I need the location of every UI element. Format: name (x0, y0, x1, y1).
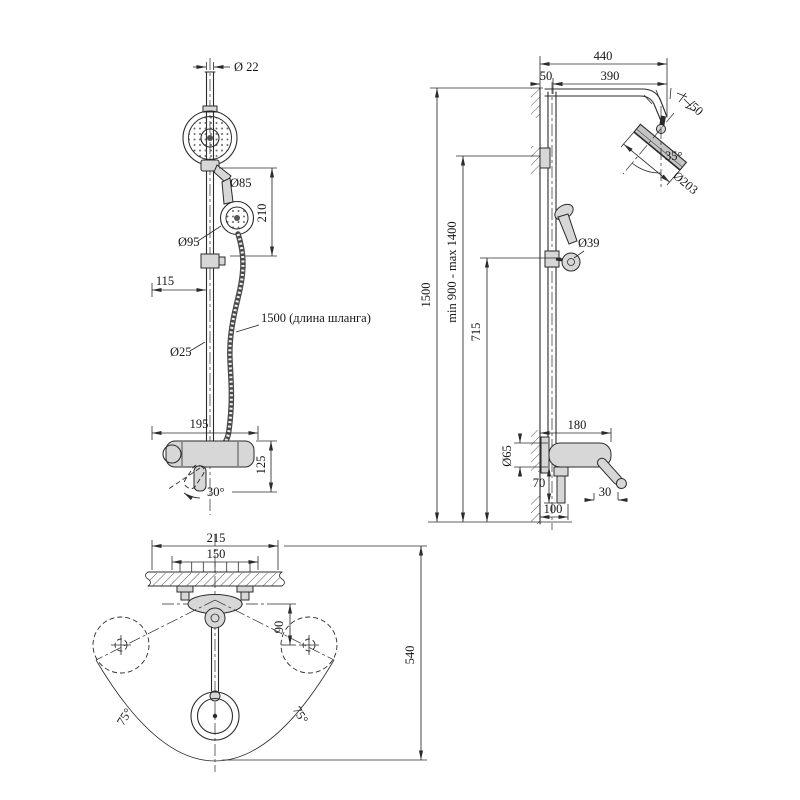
dim-50-head-label: 50 (687, 100, 706, 119)
dim-90-label: 90 (272, 621, 286, 634)
angle-30-label: 30° (207, 485, 225, 499)
dim-dia39: Ø39 (573, 236, 600, 259)
lever-ghost (183, 464, 205, 490)
front-view: Ø 22 Ø85 210 (151, 58, 371, 515)
mount-ticks (179, 562, 251, 572)
swing-arc (95, 659, 335, 762)
holder-knob (561, 252, 581, 272)
outlet-tube (556, 475, 566, 504)
vertical-dimensions: 1500 min 900 - max 1400 715 (419, 87, 572, 523)
swing-positions: 75° 75° (92, 599, 338, 762)
dim-440-label: 440 (594, 49, 613, 63)
mixer-front: 30° (162, 440, 255, 501)
swing-circle-left (92, 616, 150, 674)
dim-715-label: 715 (469, 323, 483, 342)
dim-dia39-label: Ø39 (578, 236, 600, 250)
mixer-body-side (548, 442, 612, 468)
dim-115: 115 (151, 274, 207, 297)
dim-30: 30 (584, 485, 628, 503)
dim-540: 540 (222, 545, 427, 761)
hand-shower-front (200, 159, 255, 269)
dim-dia203-label: Ø203 (670, 169, 700, 198)
handle-knob-top (190, 691, 240, 741)
rain-head-front (182, 110, 238, 166)
diverter-knob-top (204, 607, 226, 629)
hose-length-label: 1500 (длина шланга) (261, 311, 371, 325)
dim-dia25-label: Ø25 (170, 345, 192, 359)
dim-1500-label: 1500 (419, 283, 433, 308)
lever-end-on (193, 465, 207, 492)
dim-540-label: 540 (403, 646, 417, 665)
wall-bracket (539, 147, 551, 169)
wall-section (531, 56, 541, 525)
dim-195-label: 195 (190, 417, 209, 431)
outlet-elbow (553, 466, 569, 477)
dim-215: 215 (151, 531, 279, 570)
dim-210: 210 (219, 167, 277, 257)
pivot-fan-lines (643, 87, 696, 109)
shower-arm (544, 88, 668, 134)
dim-dia95: Ø95 (178, 225, 222, 249)
dim-100-label: 100 (544, 502, 563, 516)
dim-dia95-label: Ø95 (178, 235, 200, 249)
hand-shower-side (544, 203, 581, 272)
dim-195: 195 (151, 417, 259, 440)
rail-slider (200, 253, 220, 269)
dim-dia85-label: Ø85 (230, 176, 252, 190)
top-view: 215 150 (92, 531, 427, 772)
dim-150-label: 150 (207, 547, 226, 561)
mixer-top (176, 585, 254, 741)
dim-70: 70 (533, 466, 556, 504)
head-collar (202, 105, 218, 113)
dim-115-label: 115 (156, 274, 174, 288)
dim-390-label: 390 (601, 69, 620, 83)
dim-100: 100 (539, 502, 569, 520)
hose-length-note: 1500 (длина шланга) (235, 311, 371, 333)
dim-210-label: 210 (255, 204, 269, 223)
dim-dia22-label: Ø 22 (234, 60, 259, 74)
escutcheon (540, 436, 550, 474)
dim-70-label: 70 (533, 476, 546, 490)
angle-75-left-label: 75° (114, 706, 135, 728)
mixer-side (540, 436, 627, 504)
shower-hose (221, 231, 246, 447)
dim-dia25: Ø25 (170, 341, 206, 359)
swing-circle-right (280, 616, 338, 674)
dim-30-label: 30 (599, 485, 612, 499)
mixer-lever-side (596, 457, 627, 490)
height-range-label: min 900 - max 1400 (445, 221, 459, 322)
dim-dia65: Ø65 (500, 433, 548, 477)
dim-125-label: 125 (254, 456, 268, 475)
dim-390: 390 (552, 69, 668, 87)
angle-35-label: 35° (665, 149, 683, 163)
dim-50-wall-label: 50 (540, 69, 553, 83)
side-view: 440 50 390 (419, 49, 706, 530)
dim-180-label: 180 (568, 418, 587, 432)
dim-215-label: 215 (207, 531, 226, 545)
angle-75-right-label: 75° (290, 704, 311, 726)
dim-dia22: Ø 22 (193, 60, 259, 74)
dim-50-head: 50 (676, 92, 706, 119)
dim-90: 90 (268, 603, 296, 646)
dim-180: 180 (539, 418, 612, 442)
diverter-bracket (200, 159, 220, 172)
dim-440: 440 (539, 49, 668, 116)
dim-dia65-label: Ø65 (500, 445, 514, 467)
dim-125: 125 (232, 440, 277, 493)
wall-band-top (145, 562, 285, 587)
